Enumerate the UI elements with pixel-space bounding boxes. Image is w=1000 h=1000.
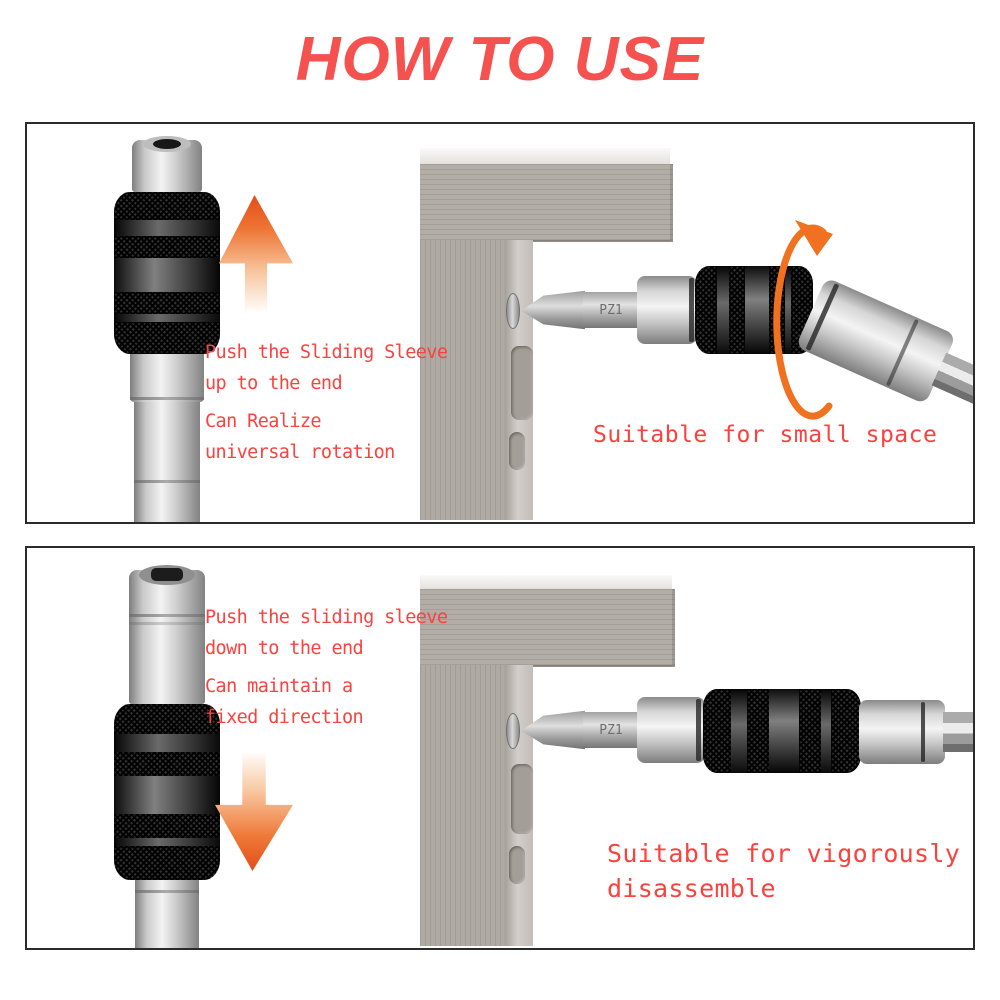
holder-tip <box>129 565 205 704</box>
wood-groove <box>509 846 525 884</box>
holder-collar <box>130 354 204 402</box>
holder-front-collar <box>637 276 697 344</box>
instruction-line: Push the sliding sleeve <box>205 607 448 628</box>
wood-groove <box>509 432 525 470</box>
screw-head <box>506 293 520 329</box>
bit-holder-sleeve-up-photo <box>87 136 247 522</box>
instruction-text-universal: Push the Sliding Sleeve up to the end Ca… <box>205 337 448 468</box>
sliding-sleeve <box>703 689 861 773</box>
screwdriver-bit: PZ1 <box>583 712 639 748</box>
wood-post <box>420 240 504 520</box>
instruction-line: fixed direction <box>205 707 364 728</box>
wood-groove <box>511 764 533 834</box>
caption-line: disassemble <box>607 874 776 903</box>
instruction-line: Can Realize <box>205 411 322 432</box>
screwdriver-bit: PZ1 <box>583 292 639 328</box>
wood-shelf-top <box>420 148 670 164</box>
screw-head <box>506 713 520 749</box>
bit-size-label: PZ1 <box>599 722 623 738</box>
holder-front-collar <box>637 697 705 763</box>
hex-shank <box>943 712 973 752</box>
caption-disassemble: Suitable for vigorously disassemble <box>607 836 960 906</box>
instruction-line: down to the end <box>205 638 364 659</box>
sliding-sleeve <box>114 192 220 354</box>
wood-shelf-face <box>420 589 675 667</box>
holder-shaft <box>135 880 199 948</box>
wood-post <box>420 665 504 946</box>
instruction-line: Can maintain a <box>205 676 353 697</box>
instruction-line: up to the end <box>205 373 343 394</box>
wood-shelf-top <box>420 575 672 589</box>
bit-size-label: PZ1 <box>599 302 623 318</box>
wood-shelf-face <box>420 164 673 242</box>
sliding-sleeve <box>114 704 220 880</box>
holder-cap <box>132 136 202 192</box>
instruction-line: universal rotation <box>205 442 395 463</box>
caption-line: Suitable for vigorously <box>607 839 961 868</box>
bit-holder-sleeve-down-photo <box>87 565 247 948</box>
instruction-text-fixed: Push the sliding sleeve down to the end … <box>205 602 448 733</box>
holder-rear-cylinder <box>859 700 945 764</box>
hex-socket-hole <box>151 568 183 581</box>
rotation-arrow-icon <box>773 220 833 420</box>
hex-socket-hole <box>153 139 181 149</box>
wood-groove <box>511 346 533 420</box>
caption-small-space: Suitable for small space <box>593 422 938 448</box>
page-title: HOW TO USE <box>295 25 705 94</box>
holder-shaft <box>134 402 200 522</box>
panel-universal-rotation: Push the Sliding Sleeve up to the end Ca… <box>25 122 975 524</box>
instruction-line: Push the Sliding Sleeve <box>205 342 448 363</box>
panel-fixed-direction: Push the sliding sleeve down to the end … <box>25 546 975 950</box>
